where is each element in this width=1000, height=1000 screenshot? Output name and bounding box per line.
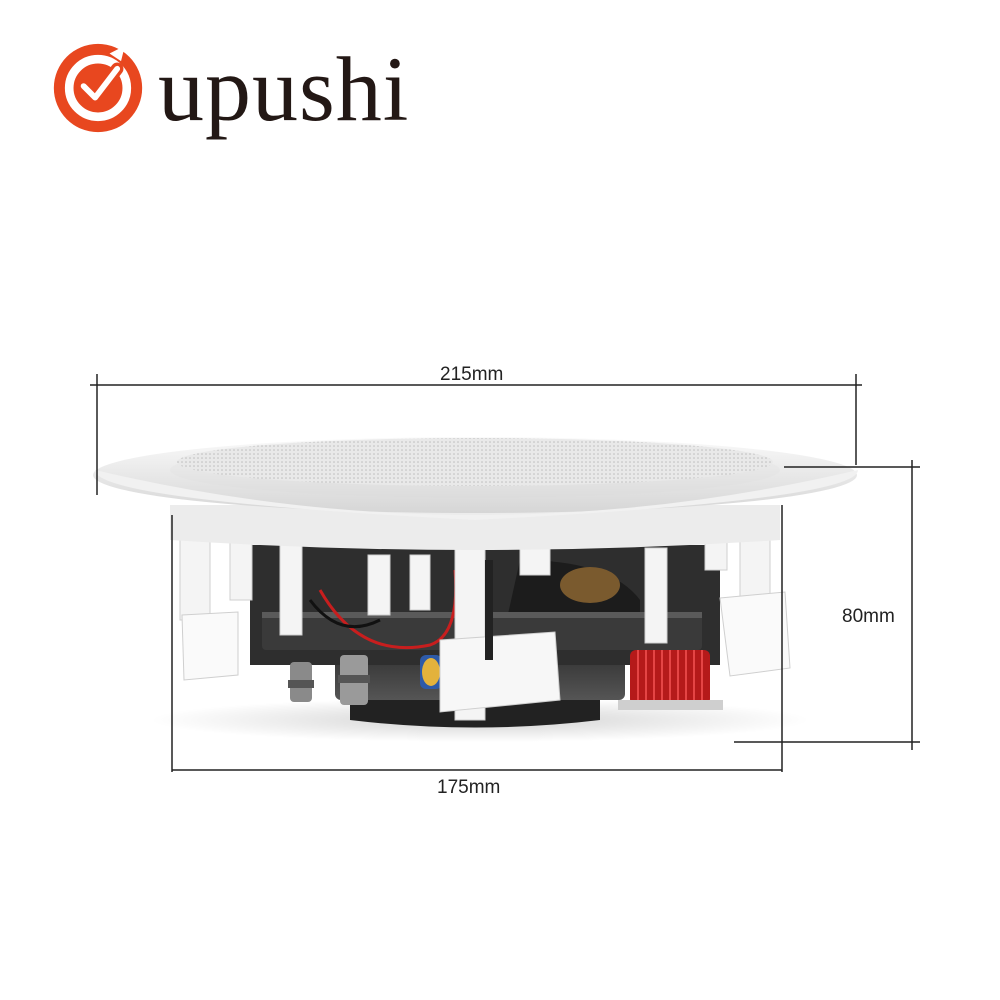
- dimension-width-top: 215mm: [440, 364, 504, 385]
- brand-logo-icon: [53, 43, 143, 133]
- dimension-width-bottom: 175mm: [437, 777, 501, 798]
- brand-logo: upushi: [50, 38, 530, 140]
- dimension-height: 80mm: [842, 606, 895, 627]
- brand-name: upushi: [158, 38, 410, 140]
